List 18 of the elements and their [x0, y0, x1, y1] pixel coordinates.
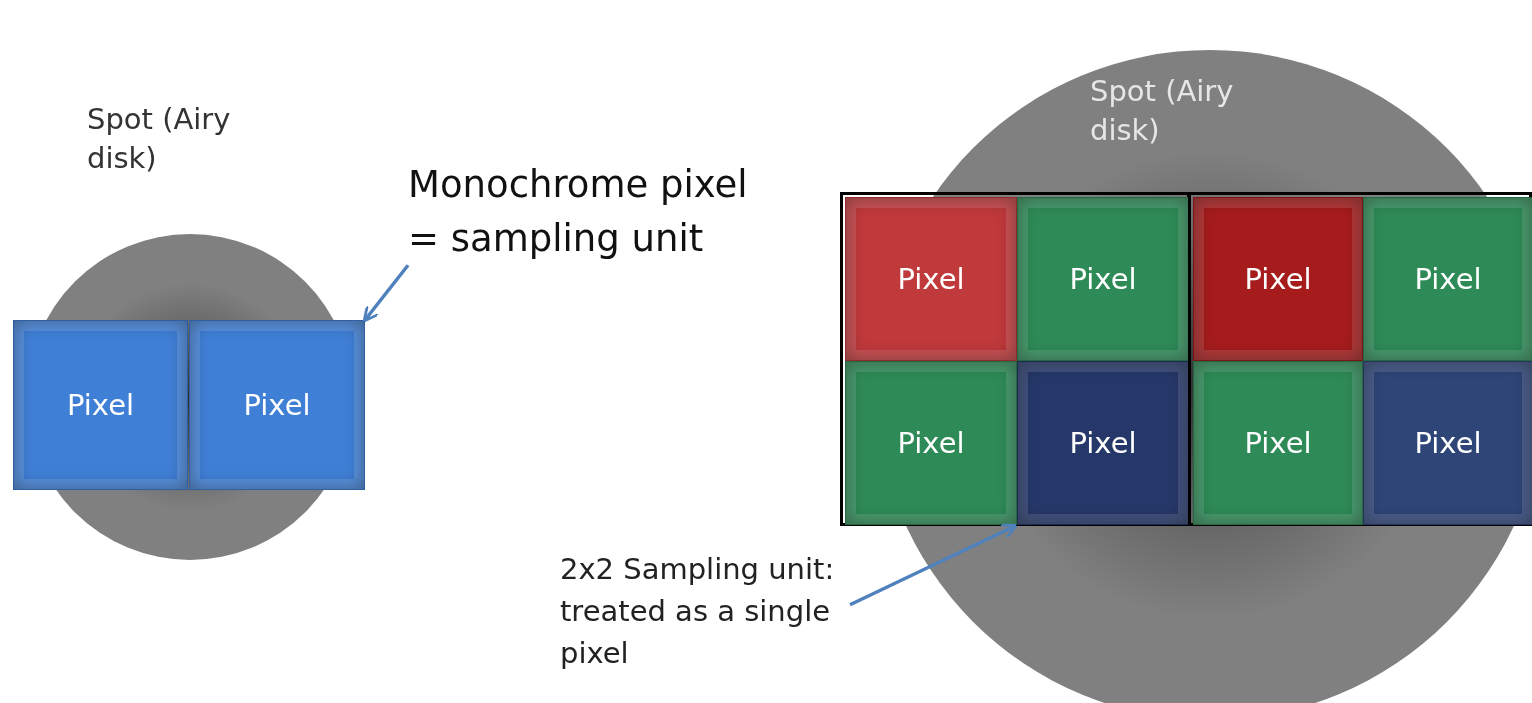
sampling-unit-frame — [840, 192, 1190, 526]
arrow — [362, 264, 410, 323]
arrow — [849, 523, 1018, 607]
pixel-cell: Pixel — [1017, 361, 1189, 525]
pixel-cell: Pixel — [1017, 197, 1189, 361]
spot-label: Spot (Airy disk) — [87, 100, 272, 179]
annotation-text: Monochrome pixel = sampling unit — [408, 158, 788, 266]
pixel-cell: Pixel — [1193, 361, 1363, 525]
pixel-cell: Pixel — [13, 320, 188, 490]
pixel-cell: Pixel — [189, 320, 365, 490]
pixel-cell: Pixel — [845, 361, 1017, 525]
pixel-cell: Pixel — [1363, 361, 1532, 525]
sampling-unit-frame — [1188, 192, 1532, 526]
pixel-cell: Pixel — [1363, 197, 1532, 361]
pixel-cell: Pixel — [845, 197, 1017, 361]
annotation-text: 2x2 Sampling unit: treated as a single pixel — [560, 548, 850, 675]
pixel-cell: Pixel — [1193, 197, 1363, 361]
spot-label: Spot (Airy disk) — [1090, 72, 1275, 151]
